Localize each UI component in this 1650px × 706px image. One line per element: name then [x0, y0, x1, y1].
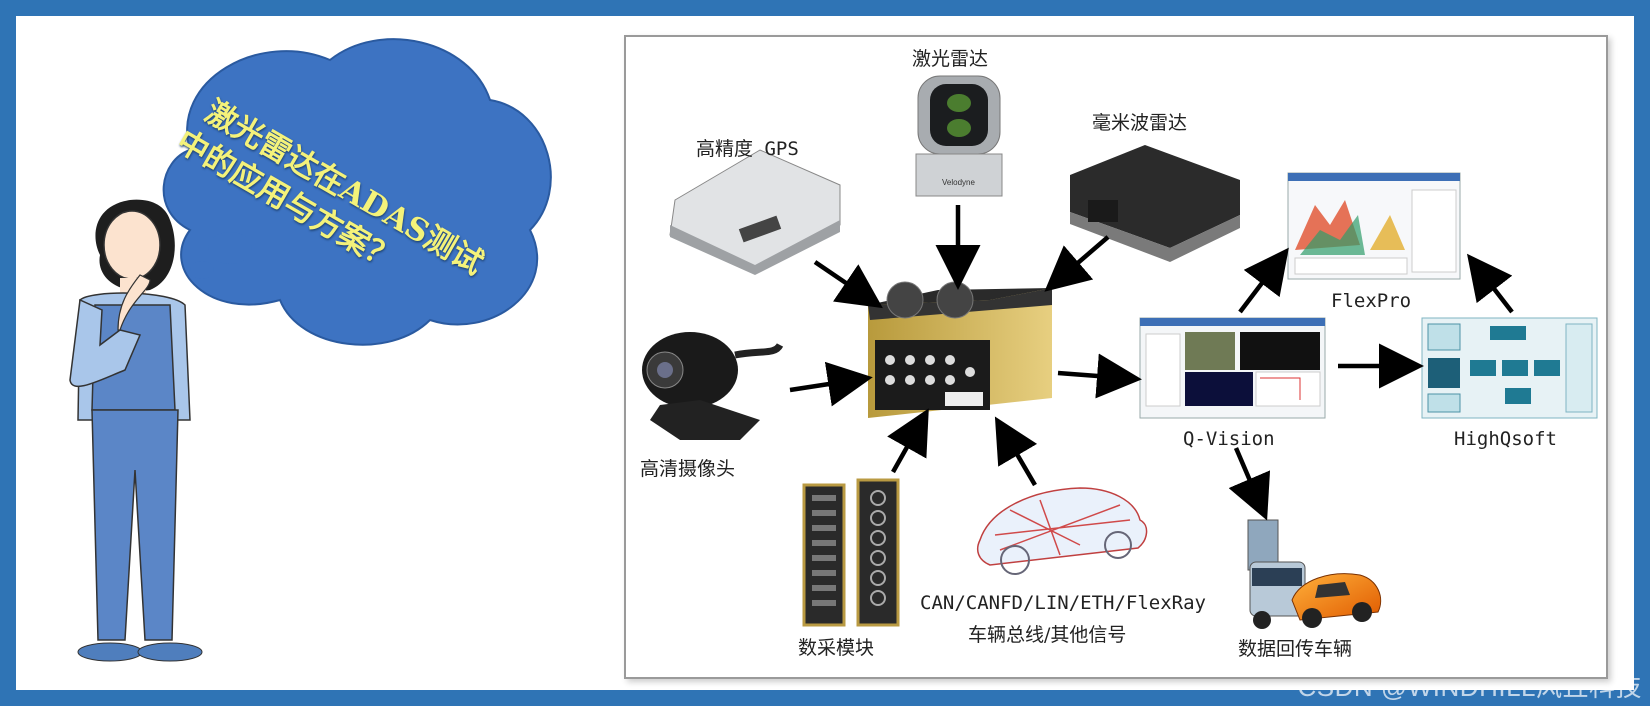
- velodyne-brand-text: Velodyne: [942, 178, 975, 187]
- camera-image: [642, 332, 784, 440]
- arrow-radar-to-controller: [1044, 235, 1110, 292]
- vehicle-bus-car-image: [977, 487, 1148, 575]
- arrow-gps-to-controller: [813, 260, 883, 309]
- arrow-highqsoft-to-flexpro: [1466, 253, 1514, 314]
- label-bus-signals: 车辆总线/其他信号: [968, 624, 1127, 646]
- mmwave-radar-image: [1070, 145, 1240, 262]
- daq-modules-image: [802, 478, 900, 627]
- label-bus-protocols: CAN/CANFD/LIN/ETH/FlexRay: [920, 592, 1206, 614]
- arrow-qvision-to-vehicle: [1228, 447, 1271, 521]
- watermark: CSDN @WINDHILL风丘科技: [1297, 672, 1642, 702]
- highqsoft-diagram: [1421, 317, 1598, 419]
- qvision-screenshot: [1139, 317, 1326, 419]
- arrow-bus-to-controller: [994, 416, 1038, 487]
- flexpro-screenshot: [1287, 172, 1461, 280]
- label-camera: 高清摄像头: [640, 458, 736, 480]
- label-return-vehicle: 数据回传车辆: [1238, 638, 1353, 660]
- flow-arrows: [789, 205, 1514, 521]
- arrow-camera-to-controller: [789, 361, 873, 407]
- arrow-daq-to-controller: [887, 408, 929, 474]
- label-flexpro: FlexPro: [1331, 290, 1412, 312]
- gps-image: [669, 149, 841, 275]
- return-vehicle-image: [1247, 519, 1382, 629]
- label-daq: 数采模块: [798, 637, 875, 659]
- arrow-controller-to-qvision: [1057, 353, 1142, 399]
- label-lidar: 激光雷达: [912, 48, 989, 70]
- label-radar: 毫米波雷达: [1092, 112, 1188, 134]
- label-qvision: Q-Vision: [1183, 428, 1275, 450]
- person-illustration: [69, 199, 203, 662]
- thought-cloud: [162, 38, 552, 346]
- label-gps: 高精度 GPS: [696, 138, 799, 160]
- lidar-image: [915, 75, 1003, 197]
- arrow-qvision-to-flexpro: [1238, 247, 1289, 314]
- label-highqsoft: HighQsoft: [1454, 428, 1557, 450]
- central-controller-image: [868, 281, 1052, 418]
